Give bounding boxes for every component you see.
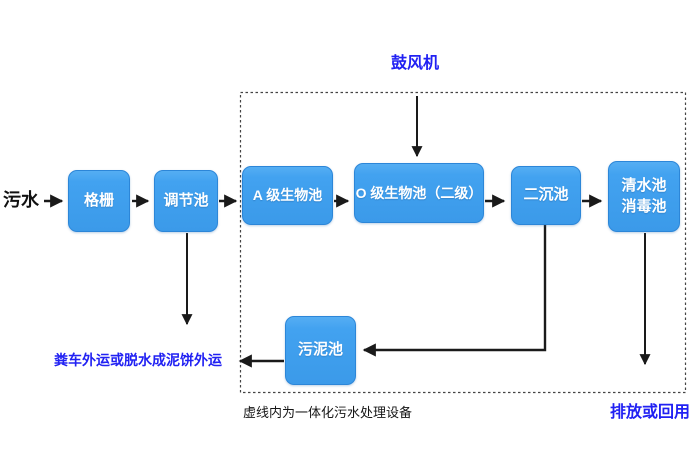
node-o-bio-tank: O 级生物池（二级）	[354, 163, 484, 223]
node-sludge-tank: 污泥池	[285, 316, 356, 385]
node-grid: 格栅	[68, 170, 130, 232]
node-clear-disinfection-tank: 清水池 消毒池	[608, 161, 680, 232]
arrow-clarifier-to-sludge-tank	[362, 225, 547, 357]
node-regulating-tank: 调节池	[154, 170, 218, 232]
node-secondary-clarifier-label: 二沉池	[523, 186, 569, 204]
discharge-label: 排放或回用	[610, 404, 691, 421]
node-regulating-tank-label: 调节池	[163, 191, 209, 209]
sludge-disposal-label: 粪车外运或脱水成泥饼外运	[54, 352, 222, 368]
node-o-bio-tank-label: O 级生物池（二级）	[355, 184, 483, 201]
node-grid-label: 格栅	[83, 191, 114, 209]
blower-label: 鼓风机	[391, 55, 440, 72]
node-a-bio-tank: A 级生物池	[242, 166, 333, 225]
node-clear-disinfection-tank-label: 清水池 消毒池	[621, 177, 667, 215]
influent-label: 污水	[3, 190, 39, 210]
node-a-bio-tank-label: A 级生物池	[252, 187, 323, 204]
node-secondary-clarifier: 二沉池	[511, 166, 581, 225]
node-sludge-tank-label: 污泥池	[297, 341, 343, 359]
equipment-boundary-dashed-box	[239, 91, 687, 394]
dashed-box-caption: 虚线内为一体化污水处理设备	[243, 405, 413, 420]
